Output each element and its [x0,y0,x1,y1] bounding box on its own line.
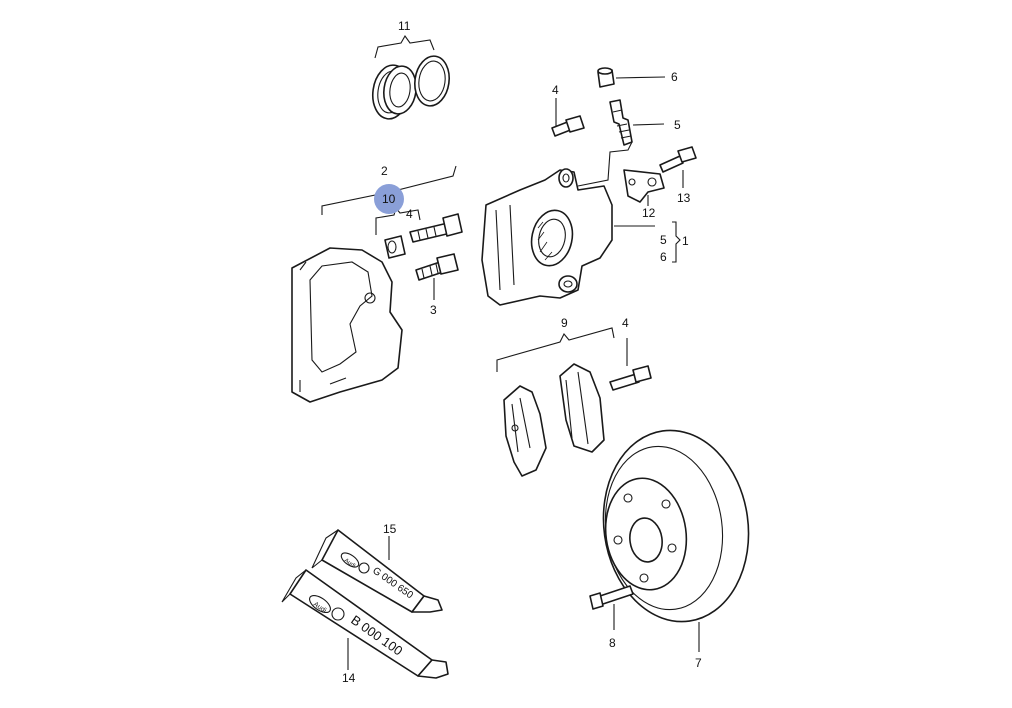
callout-10: 10 [382,192,396,206]
brake-pads-9 [496,327,615,477]
callout-11: 11 [398,19,411,33]
callout-15: 15 [383,522,397,536]
grease-tube-14 [281,569,449,679]
brake-disc-7 [602,429,750,652]
callout-12: 12 [642,206,656,220]
caliper-body [481,141,655,306]
grease-tube-15 [311,529,443,613]
tube-15-brand: Audi [343,558,356,570]
bolt-13 [659,146,697,188]
seal-kit-11 [371,34,450,120]
callout-13: 13 [677,191,691,205]
bolt-4-pad [609,338,652,391]
callout-4-pad: 4 [622,316,629,330]
callout-4-bracket: 4 [406,207,413,221]
carrier-group-2 [321,165,463,259]
bleed-nipple-5 [609,99,665,146]
callout-8: 8 [609,636,616,650]
callout-5-group: 5 [660,233,667,247]
bolt-3 [415,253,459,300]
highlight-marker-10[interactable] [374,184,404,214]
group-bracket-1 [672,221,681,263]
callout-4-top: 4 [552,83,559,97]
callout-3: 3 [430,303,437,317]
callout-6-group: 6 [660,250,667,264]
callout-1: 1 [682,234,689,248]
bracket-12 [623,169,665,206]
callout-9: 9 [561,316,568,330]
bolt-4-top [551,98,585,137]
callout-6: 6 [671,70,678,84]
callout-2: 2 [381,164,388,178]
dust-cap-6 [597,67,666,88]
screw-8 [589,585,634,630]
callout-14: 14 [342,671,356,685]
callout-5-nipple: 5 [674,118,681,132]
carrier-bracket [291,247,403,403]
callout-7: 7 [695,656,702,670]
